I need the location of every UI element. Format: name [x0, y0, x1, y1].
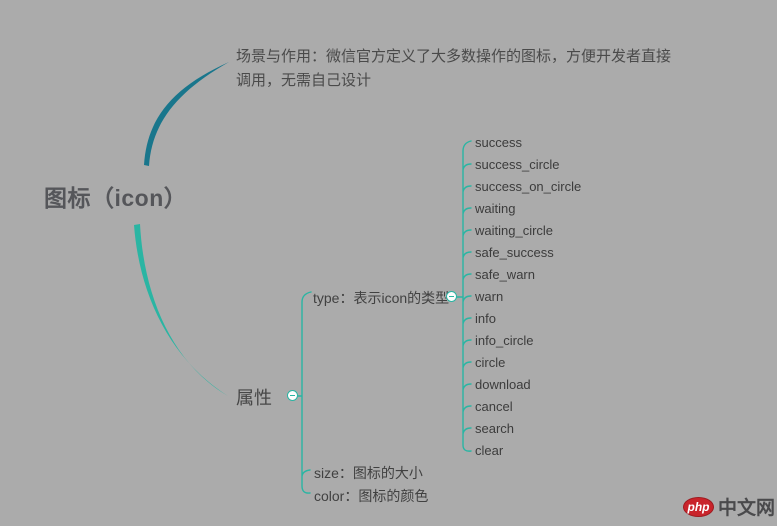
icon-type-item-info-circle[interactable]: info_circle [475, 333, 534, 348]
minus-icon [290, 395, 295, 396]
icon-type-item-cancel[interactable]: cancel [475, 399, 513, 414]
type-node[interactable]: type：表示icon的类型 [313, 290, 450, 306]
scene-note[interactable]: 场景与作用：微信官方定义了大多数操作的图标，方便开发者直接 调用，无需自己设计 [236, 45, 671, 93]
icon-type-item-waiting[interactable]: waiting [475, 201, 516, 216]
icon-type-item-safe-warn[interactable]: safe_warn [475, 267, 535, 282]
root-node[interactable]: 图标（icon） [44, 185, 188, 211]
minus-icon [449, 296, 454, 297]
icon-type-item-download[interactable]: download [475, 377, 531, 392]
scene-note-line-1: 场景与作用：微信官方定义了大多数操作的图标，方便开发者直接 [236, 48, 672, 65]
bracket-icon-list [462, 140, 472, 452]
php-logo-icon: php [683, 496, 714, 517]
php-logo-text: php [687, 499, 710, 514]
site-watermark: php 中文网 [683, 493, 775, 520]
branch-root-to-attribute [134, 224, 228, 396]
icon-type-list: success success_circle success_on_circle… [475, 132, 581, 462]
icon-type-item-clear[interactable]: clear [475, 443, 504, 458]
icon-type-item-success-on-circle[interactable]: success_on_circle [475, 179, 582, 194]
color-node[interactable]: color：图标的颜色 [314, 488, 429, 504]
bracket-attribute-children [296, 291, 312, 494]
size-node[interactable]: size：图标的大小 [314, 465, 423, 481]
icon-type-item-search[interactable]: search [475, 421, 515, 436]
scene-note-line-2: 调用，无需自己设计 [236, 72, 372, 89]
icon-type-item-safe-success[interactable]: safe_success [475, 245, 554, 260]
icon-type-item-circle[interactable]: circle [475, 355, 506, 370]
icon-type-item-waiting-circle[interactable]: waiting_circle [475, 223, 554, 238]
attribute-node[interactable]: 属性 [236, 388, 272, 408]
icon-type-item-info[interactable]: info [475, 311, 496, 326]
icon-type-item-warn[interactable]: warn [475, 289, 504, 304]
icon-type-item-success[interactable]: success [475, 135, 522, 150]
collapse-icon-type[interactable] [446, 291, 457, 302]
icon-type-item-success-circle[interactable]: success_circle [475, 157, 560, 172]
branch-root-to-scene [144, 62, 229, 166]
site-name: 中文网 [718, 498, 776, 519]
collapse-icon-attribute[interactable] [287, 390, 298, 401]
